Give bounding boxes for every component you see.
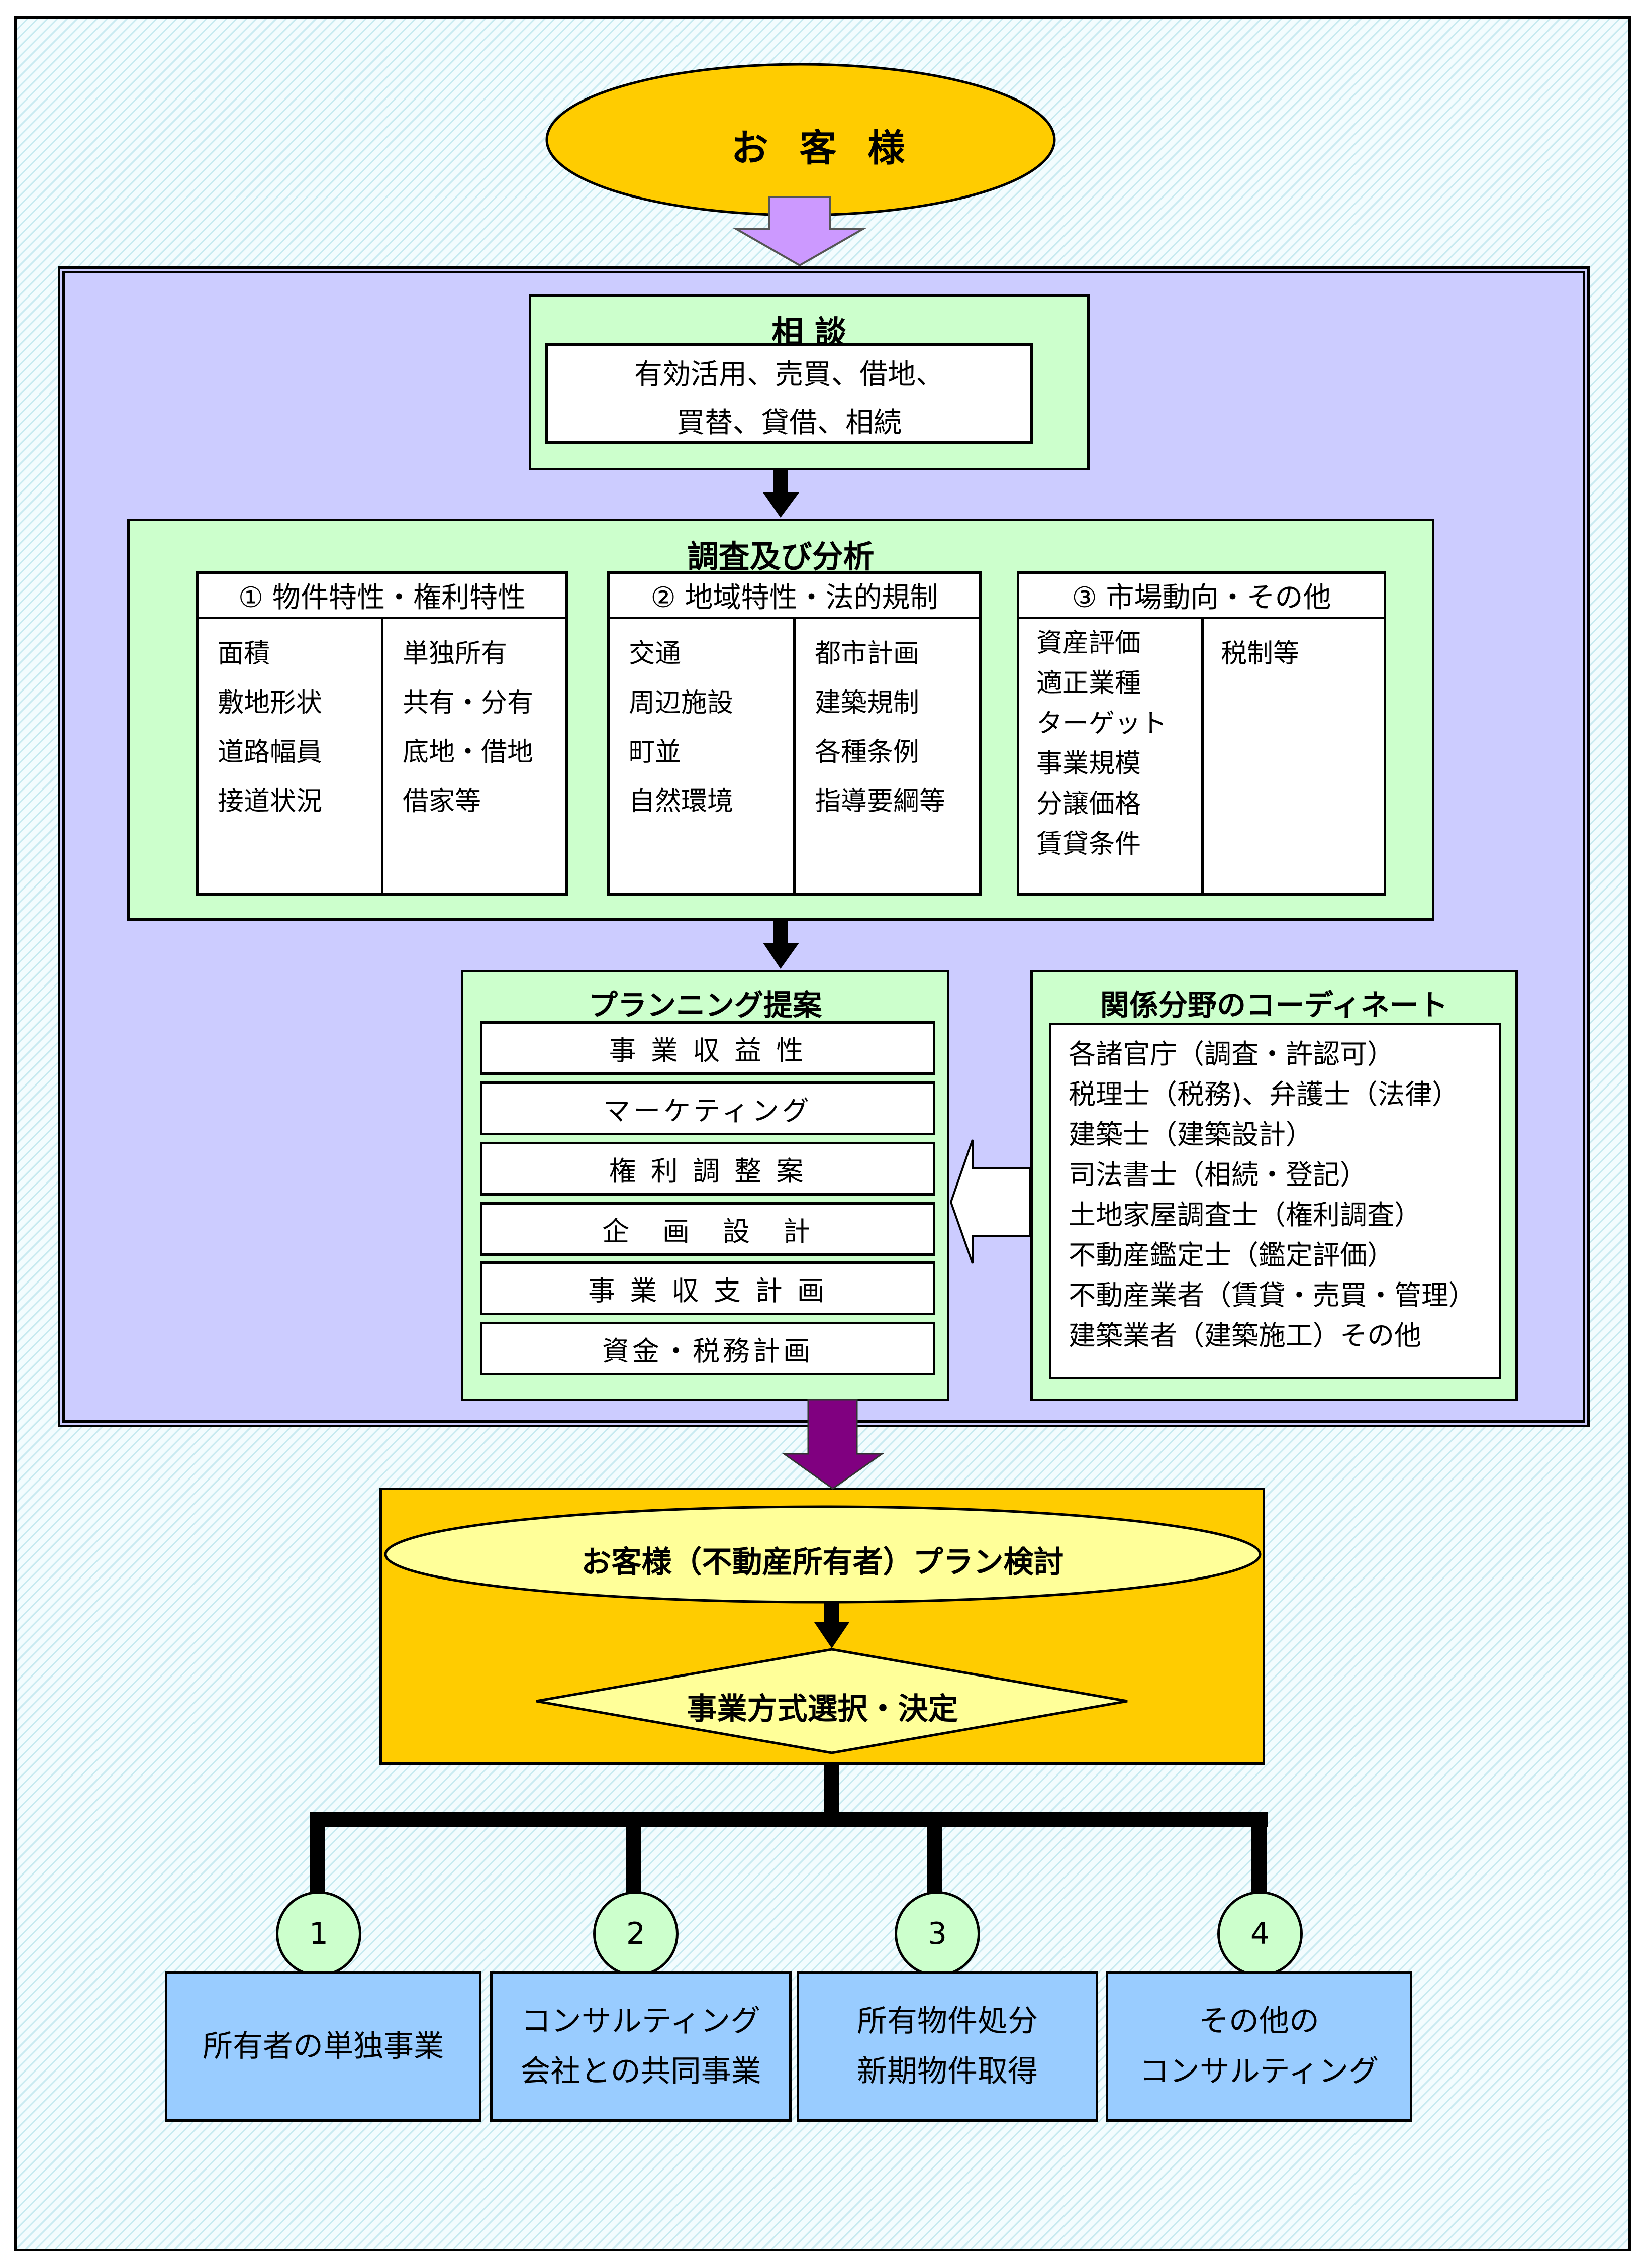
list-item: 交通 [629,639,682,669]
planning-title: プランニング提案 [588,988,822,1022]
list-item: 税制等 [1221,639,1300,669]
option-box-1: 所有者の単独事業 [165,1971,481,2122]
list-item: 不動産鑑定士（鑑定評価） [1069,1239,1394,1271]
list-item: 建築業者（建築施工）その他 [1069,1320,1421,1351]
arrow-down-icon [732,196,867,267]
consultation-topics: 有効活用、売買、借地、 買替、貸借、相続 [545,343,1033,444]
planning-item: 事 業 収 益 性 [480,1021,935,1075]
consultation-line-2: 買替、貸借、相続 [676,407,902,439]
coordination-box: 関係分野のコーディネート 各諸官庁（調査・許認可） 税理士（税務)、弁護士（法律… [1030,970,1518,1401]
option-box-2: コンサルティング 会社との共同事業 [490,1971,792,2122]
consultation-line-1: 有効活用、売買、借地、 [634,358,944,391]
option-number-1: 1 [276,1891,361,1977]
option-3-line-1: 所有物件処分 [857,2004,1038,2039]
list-item: 単独所有 [403,639,508,669]
survey-group-2-left: 交通 周辺施設 町並 自然環境 [607,617,796,896]
planning-item: 資金・税務計画 [480,1322,935,1375]
review-label: お客様（不動産所有者）プラン検討 [581,1545,1064,1580]
option-1-line-1: 所有者の単独事業 [203,2029,444,2064]
option-3-line-2: 新期物件取得 [857,2054,1038,2089]
decision-diamond [536,1648,1128,1754]
survey-group-2-header: ② 地域特性・法的規制 [607,571,982,619]
list-item: 共有・分有 [403,688,534,718]
list-item: 資産評価 [1036,628,1141,658]
list-item: 建築士（建築設計） [1069,1119,1313,1150]
survey-group-2-right: 都市計画 建築規制 各種条例 指導要綱等 [793,617,982,896]
arrow-left-icon [949,1139,1031,1264]
list-item: 建築規制 [815,688,920,718]
list-item: 事業規模 [1036,749,1141,779]
coordination-list: 各諸官庁（調査・許認可） 税理士（税務)、弁護士（法律） 建築士（建築設計） 司… [1049,1023,1501,1379]
list-item: 町並 [629,737,682,767]
list-item: 借家等 [403,786,481,817]
list-item: 各諸官庁（調査・許認可） [1069,1038,1394,1070]
survey-box: 調査及び分析 ① 物件特性・権利特性 面積 敷地形状 道路幅員 接道状況 単独所… [127,519,1434,921]
list-item: 不動産業者（賃貸・売買・管理） [1069,1279,1476,1311]
survey-group-3-right: 税制等 [1201,617,1386,896]
option-2-line-1: コンサルティング [521,2004,761,2039]
coordination-title: 関係分野のコーディネート [1100,988,1448,1022]
survey-group-3-header: ③ 市場動向・その他 [1017,571,1386,619]
list-item: 税理士（税務)、弁護士（法律） [1069,1078,1460,1110]
option-box-4: その他の コンサルティング [1106,1971,1412,2122]
planning-item: 事 業 収 支 計 画 [480,1261,935,1315]
customer-label: お 客 様 [731,127,914,170]
list-item: 適正業種 [1036,668,1141,699]
list-item: 周辺施設 [629,688,734,718]
arrow-down-icon [782,1399,885,1490]
list-item: 都市計画 [815,639,920,669]
survey-group-1-right: 単独所有 共有・分有 底地・借地 借家等 [381,617,568,896]
list-item: 自然環境 [629,786,734,817]
list-item: 司法書士（相続・登記） [1069,1159,1367,1191]
decision-label: 事業方式選択・決定 [687,1692,958,1727]
list-item: 道路幅員 [218,737,323,767]
option-2-line-2: 会社との共同事業 [520,2054,761,2089]
list-item: 指導要綱等 [815,786,946,817]
list-item: 底地・借地 [403,737,534,767]
list-item: 賃貸条件 [1036,829,1141,859]
review-ellipse [384,1505,1262,1604]
option-number-2: 2 [593,1891,679,1977]
list-item: 分譲価格 [1036,789,1141,819]
arrow-down-icon [763,492,799,518]
list-item: 敷地形状 [218,688,323,718]
list-item: 接道状況 [218,786,323,817]
arrow-down-icon [814,1622,849,1648]
list-item: ターゲット [1036,709,1168,739]
survey-group-3-left: 資産評価 適正業種 ターゲット 事業規模 分譲価格 賃貸条件 [1017,617,1204,896]
option-4-line-1: その他の [1199,2004,1319,2039]
survey-title: 調査及び分析 [687,538,875,575]
list-item: 面積 [218,639,270,669]
option-number-4: 4 [1217,1891,1303,1977]
arrow-down-icon [763,943,799,969]
survey-group-1-header: ① 物件特性・権利特性 [196,571,568,619]
option-box-3: 所有物件処分 新期物件取得 [797,1971,1098,2122]
planning-item: マーケティング [480,1081,935,1135]
planning-item: 企 画 設 計 [480,1202,935,1256]
option-number-3: 3 [895,1891,980,1977]
option-4-line-2: コンサルティング [1139,2054,1379,2089]
list-item: 各種条例 [815,737,920,767]
planning-item: 権 利 調 整 案 [480,1142,935,1196]
consultation-box: 相 談 有効活用、売買、借地、 買替、貸借、相続 [529,294,1090,470]
list-item: 土地家屋調査士（権利調査） [1069,1199,1421,1231]
